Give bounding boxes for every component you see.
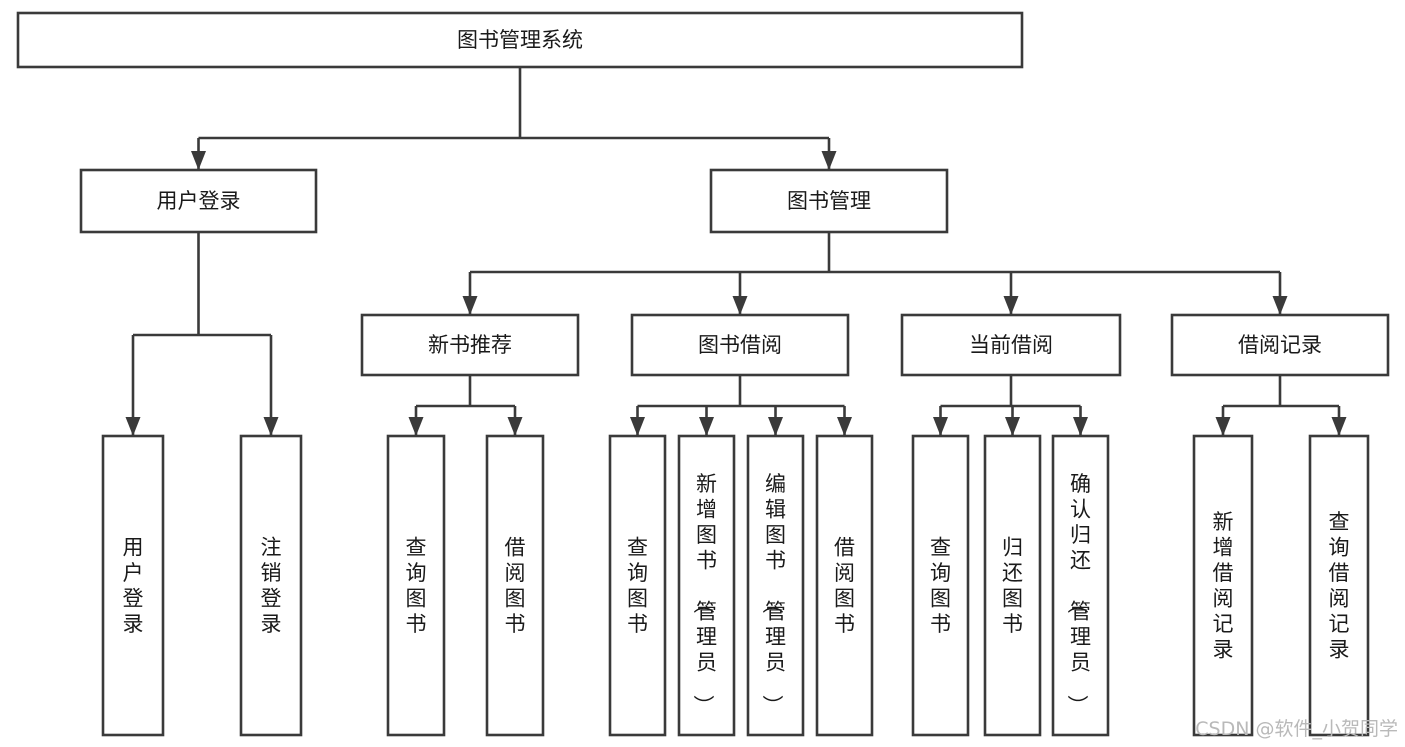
node-leaf-9-label: 归还图书 xyxy=(1002,536,1023,637)
node-leaf-11[interactable]: 新增借阅记录 xyxy=(1192,434,1254,737)
node-leaf-4-box[interactable] xyxy=(608,434,667,737)
node-leaf-1[interactable]: 注销登录 xyxy=(239,434,303,737)
arrowhead-login-1 xyxy=(263,417,279,436)
node-leaf-1-label: 注销登录 xyxy=(261,536,282,637)
node-leaf-8-box[interactable] xyxy=(911,434,970,737)
node-leaf-0[interactable]: 用户登录 xyxy=(101,434,165,737)
node-leaf-4-label: 查询图书 xyxy=(627,536,648,637)
node-l3-3-box[interactable] xyxy=(1170,313,1390,377)
node-l3-1-label: 图书借阅 xyxy=(698,333,782,357)
connector-layer xyxy=(125,67,1347,436)
arrowhead-l3-3-0 xyxy=(1215,417,1231,436)
arrowhead-root-1 xyxy=(821,151,837,170)
node-leaf-2-box[interactable] xyxy=(386,434,446,737)
node-l2-0[interactable]: 用户登录 xyxy=(79,168,318,234)
node-leaf-12-box[interactable] xyxy=(1308,434,1370,737)
node-leaf-7-label: 借阅图书 xyxy=(834,536,855,637)
node-leaf-1-box[interactable] xyxy=(239,434,303,737)
node-l3-3[interactable]: 借阅记录 xyxy=(1170,313,1390,377)
node-leaf-0-box[interactable] xyxy=(101,434,165,737)
csdn-watermark: CSDN @软件_小贺同学 xyxy=(1195,718,1398,740)
node-l2-1-box[interactable] xyxy=(709,168,949,234)
arrowhead-books-1 xyxy=(732,296,748,315)
arrowhead-l3-2-0 xyxy=(933,417,948,436)
node-root-box[interactable] xyxy=(16,11,1024,69)
node-l2-1[interactable]: 图书管理 xyxy=(709,168,949,234)
node-leaf-6-box[interactable] xyxy=(746,434,805,737)
node-leaf-0-label: 用户登录 xyxy=(123,536,144,637)
node-leaf-3-label: 借阅图书 xyxy=(505,536,526,637)
node-leaf-4[interactable]: 查询图书 xyxy=(608,434,667,737)
node-leaf-8-label: 查询图书 xyxy=(930,536,951,637)
arrowhead-l3-0-0 xyxy=(408,417,424,436)
node-l3-2[interactable]: 当前借阅 xyxy=(900,313,1122,377)
node-l2-1-label: 图书管理 xyxy=(787,189,871,213)
arrowhead-books-0 xyxy=(462,296,478,315)
node-l3-0[interactable]: 新书推荐 xyxy=(360,313,580,377)
node-leaf-7-box[interactable] xyxy=(815,434,874,737)
node-leaf-10-label: 确认归还（管理员） xyxy=(1065,472,1091,716)
node-root-label: 图书管理系统 xyxy=(457,28,583,52)
node-leaf-3-box[interactable] xyxy=(485,434,545,737)
arrowhead-l3-3-1 xyxy=(1331,417,1347,436)
node-l3-2-box[interactable] xyxy=(900,313,1122,377)
node-leaf-10-box[interactable] xyxy=(1051,434,1110,737)
node-leaf-9-box[interactable] xyxy=(983,434,1042,737)
arrowhead-l3-1-0 xyxy=(630,417,645,436)
arrowhead-books-2 xyxy=(1003,296,1019,315)
node-leaf-11-box[interactable] xyxy=(1192,434,1254,737)
arrowhead-l3-2-1 xyxy=(1005,417,1020,436)
arrowhead-l3-0-1 xyxy=(507,417,523,436)
node-leaf-7[interactable]: 借阅图书 xyxy=(815,434,874,737)
node-leaf-2[interactable]: 查询图书 xyxy=(386,434,446,737)
node-leaf-5-label: 新增图书（管理员） xyxy=(691,472,717,716)
node-leaf-5-box[interactable] xyxy=(677,434,736,737)
node-leaf-9[interactable]: 归还图书 xyxy=(983,434,1042,737)
node-leaf-3[interactable]: 借阅图书 xyxy=(485,434,545,737)
arrowhead-login-0 xyxy=(125,417,141,436)
node-leaf-2-label: 查询图书 xyxy=(406,536,427,637)
node-layer: 图书管理系统用户登录图书管理新书推荐图书借阅当前借阅借阅记录用户登录注销登录查询… xyxy=(16,11,1390,737)
node-l3-1-box[interactable] xyxy=(630,313,850,377)
arrowhead-l3-2-2 xyxy=(1073,417,1088,436)
node-leaf-5[interactable]: 新增图书（管理员） xyxy=(677,434,736,737)
node-l3-3-label: 借阅记录 xyxy=(1238,333,1322,357)
node-leaf-11-label: 新增借阅记录 xyxy=(1213,510,1234,662)
node-l3-0-box[interactable] xyxy=(360,313,580,377)
node-leaf-6-label: 编辑图书（管理员） xyxy=(760,472,786,716)
node-leaf-10[interactable]: 确认归还（管理员） xyxy=(1051,434,1110,737)
arrowhead-books-3 xyxy=(1272,296,1288,315)
arrowhead-l3-1-2 xyxy=(768,417,783,436)
node-l3-2-label: 当前借阅 xyxy=(969,333,1053,357)
arrowhead-l3-1-3 xyxy=(837,417,852,436)
node-leaf-6[interactable]: 编辑图书（管理员） xyxy=(746,434,805,737)
node-leaf-12-label: 查询借阅记录 xyxy=(1329,510,1350,662)
node-root[interactable]: 图书管理系统 xyxy=(16,11,1024,69)
node-l3-0-label: 新书推荐 xyxy=(428,333,512,357)
node-leaf-8[interactable]: 查询图书 xyxy=(911,434,970,737)
arrowhead-root-0 xyxy=(191,151,206,170)
arrowhead-l3-1-1 xyxy=(699,417,714,436)
node-l2-0-box[interactable] xyxy=(79,168,318,234)
node-l3-1[interactable]: 图书借阅 xyxy=(630,313,850,377)
node-l2-0-label: 用户登录 xyxy=(157,189,241,213)
node-leaf-12[interactable]: 查询借阅记录 xyxy=(1308,434,1370,737)
